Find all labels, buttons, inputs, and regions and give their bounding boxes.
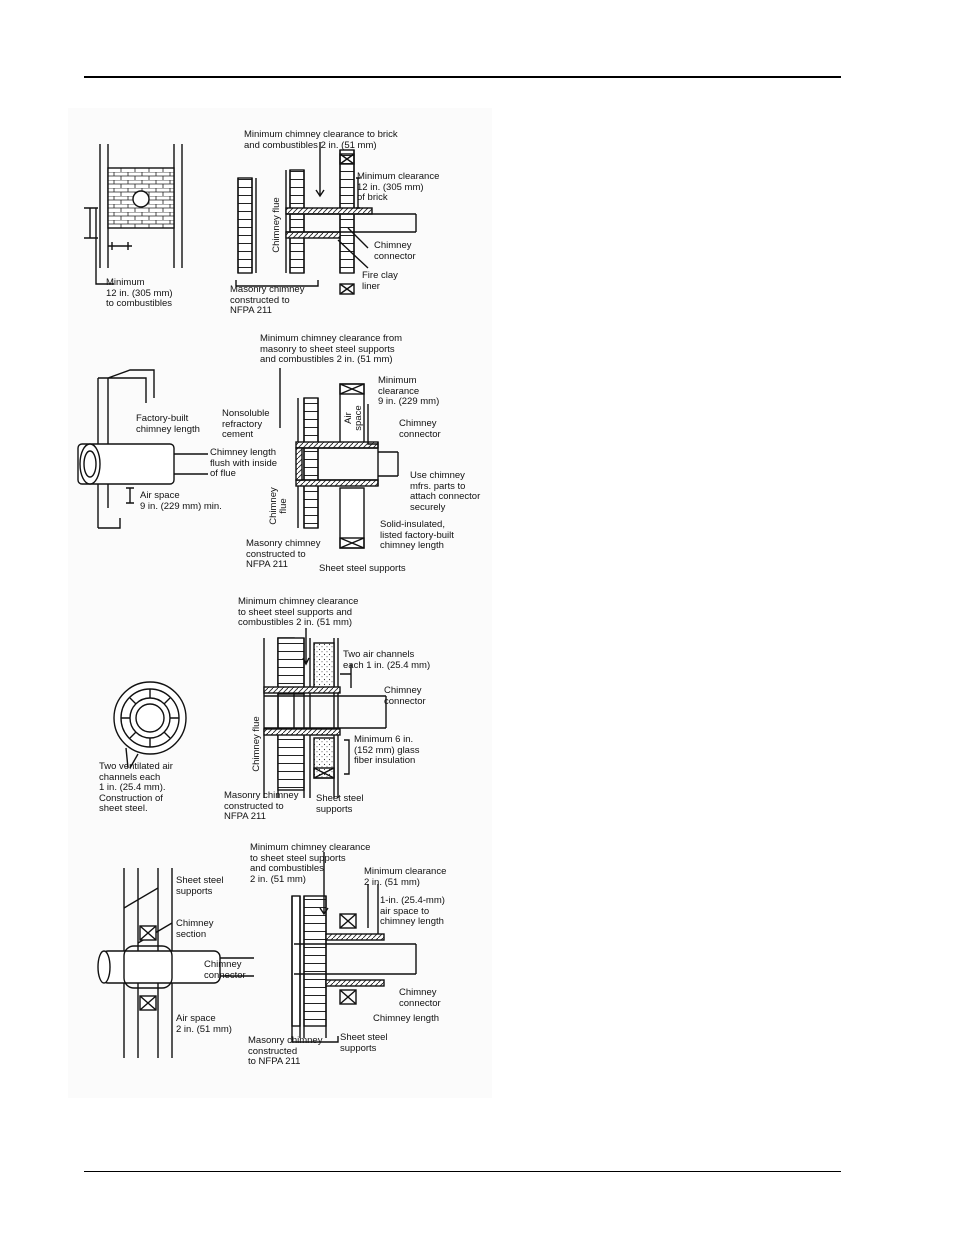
p1-chimney-flue: Chimney flue [271,197,282,253]
p4-chimney-section: Chimney section [176,918,214,940]
p3-masonry-chimney: Masonry chimney constructed to NFPA 211 [224,790,299,822]
p2-solid-insulated: Solid-insulated, listed factory-built ch… [380,519,454,551]
chimney-connector-figure: Minimum chimney clearance to brick and c… [68,108,492,1098]
p2-air-space-9: Air space 9 in. (229 mm) min. [140,490,222,512]
p2-sheet-steel: Sheet steel supports [319,563,406,574]
p2-nonsoluble: Nonsoluble refractory cement [222,408,270,440]
p3-min-clearance: Minimum chimney clearance to sheet steel… [238,596,359,628]
p4-air-space-2: Air space 2 in. (51 mm) [176,1013,232,1035]
p2-use-chimney: Use chimney mfrs. parts to attach connec… [410,470,481,513]
p4-sheet-steel-left: Sheet steel supports [176,875,224,897]
p1-masonry-chimney: Masonry chimney constructed to NFPA 211 [230,284,305,316]
p2-chimney-connector: Chimney connector [399,418,441,440]
p3-sheet-steel: Sheet steel supports [316,793,364,815]
p2-min-clearance-from: Minimum chimney clearance from masonry t… [260,333,403,365]
p4-min-clearance: Minimum chimney clearance to sheet steel… [250,842,371,885]
p4-minimum-clearance-2: Minimum clearance 2 in. (51 mm) [364,866,447,888]
p3-minimum-6: Minimum 6 in. (152 mm) glass fiber insul… [354,734,420,766]
figure-line-art [77,142,417,1058]
p2-factory-built: Factory-built chimney length [136,413,200,435]
p2-air-space: Air space [343,405,364,431]
p3-two-air-channels: Two air channels each 1 in. (25.4 mm) [343,649,431,671]
p1-min-clearance-brick: Minimum chimney clearance to brick and c… [244,129,398,151]
p2-chimney-length-flush: Chimney length flush with inside of flue [210,447,278,479]
p2-chimney-flue: Chimney flue [268,487,289,525]
footer-rule [84,1171,841,1172]
p3-chimney-flue: Chimney flue [251,716,262,772]
p2-masonry-chimney: Masonry chimney constructed to NFPA 211 [246,538,321,570]
p4-masonry-chimney: Masonry chimney constructed to NFPA 211 [248,1035,323,1067]
p1-fire-clay-liner: Fire clay liner [362,270,398,292]
p3-chimney-connector: Chimney connector [384,685,426,707]
p3-two-ventilated: Two ventilated air channels each 1 in. (… [99,761,173,814]
p1-min-clearance-12: Minimum clearance 12 in. (305 mm) of bri… [357,171,440,203]
p4-sheet-steel-right: Sheet steel supports [340,1032,388,1054]
p1-chimney-connector: Chimney connector [374,240,416,262]
header-rule [84,76,841,78]
p2-minimum-clearance-9: Minimum clearance 9 in. (229 mm) [378,375,440,407]
p4-chimney-connector-left: Chimney connector [204,959,246,981]
p4-chimney-connector-right: Chimney connector [399,987,441,1009]
p1-minimum-12: Minimum 12 in. (305 mm) to combustibles [106,277,173,309]
p4-chimney-length: Chimney length [373,1013,440,1024]
p4-one-in-air: 1-in. (25.4-mm) air space to chimney len… [380,895,445,927]
